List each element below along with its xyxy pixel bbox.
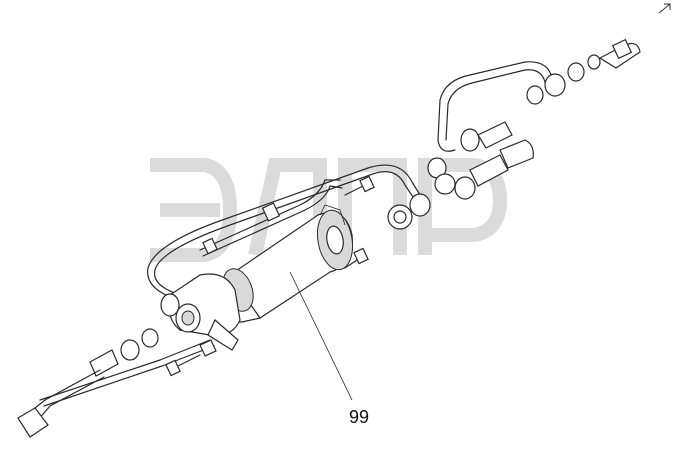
pump-head bbox=[160, 273, 241, 351]
fitting-chain-right bbox=[387, 38, 641, 230]
lower-fittings bbox=[17, 328, 217, 438]
filter-housing bbox=[216, 204, 354, 323]
upper-small-pipe bbox=[199, 179, 343, 257]
callout-leader-99 bbox=[289, 271, 353, 401]
bolts-upper bbox=[344, 175, 375, 269]
callout-label-99: 99 bbox=[349, 407, 370, 427]
upper-pipe bbox=[147, 61, 553, 307]
corner-arrow-icon bbox=[658, 3, 671, 14]
